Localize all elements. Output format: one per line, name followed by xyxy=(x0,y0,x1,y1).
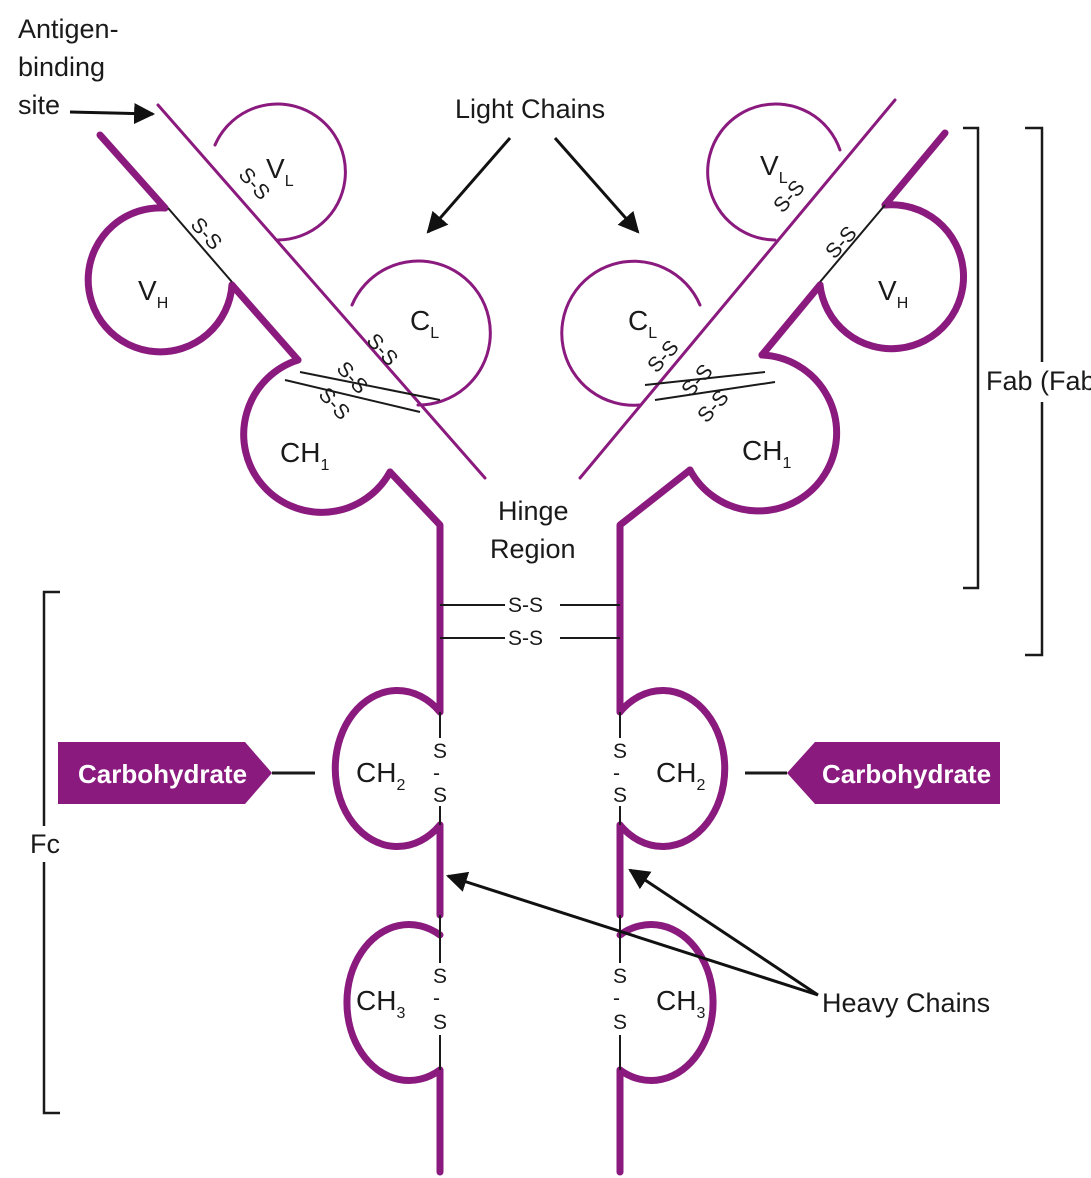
right-vl-label: VL xyxy=(760,150,788,187)
left-cl-label: CL xyxy=(410,305,439,342)
fab-bracket-inner xyxy=(963,126,980,590)
left-vh-label: VH xyxy=(138,275,168,312)
hinge-label-line2: Region xyxy=(490,534,576,564)
left-vl-label: VL xyxy=(266,153,294,190)
right-ch2-s-dash: - xyxy=(613,762,620,785)
right-cl-label: CL xyxy=(628,305,657,342)
left-cl-disulfide: S-S xyxy=(362,329,403,370)
left-interchain-bond xyxy=(299,371,441,401)
right-vh-bond-line xyxy=(819,204,886,283)
right-vh-label: VH xyxy=(878,275,908,312)
carbohydrate-left-label: Carbohydrate xyxy=(78,759,247,789)
domain-labels: VL VL VH VH CL CL CH1 CH1 CH2 CH2 CH3 CH… xyxy=(138,150,908,1022)
left-ch2-s-bottom: S xyxy=(433,784,447,807)
left-cl-domain xyxy=(350,259,492,407)
left-ch3-s-dash: - xyxy=(433,987,440,1010)
right-vh-disulfide: S-S xyxy=(821,222,862,263)
left-ch2-bond-mask xyxy=(428,738,452,806)
right-ch2-s-top: S xyxy=(613,740,627,763)
left-vl-domain xyxy=(213,102,347,242)
right-ch3-s-bottom: S xyxy=(613,1011,627,1034)
light-chains-arrow-left xyxy=(426,137,512,234)
right-ch2-domain xyxy=(616,687,729,850)
hinge-disulfide-2: S-S xyxy=(508,627,543,650)
left-ch3-label: CH3 xyxy=(356,985,405,1022)
left-vh-disulfide: S-S xyxy=(186,213,227,254)
right-cl-domain xyxy=(560,259,702,407)
left-interchain-bond-2 xyxy=(284,379,421,413)
right-ch3-bond-mask xyxy=(608,963,632,1035)
right-light-chain-strand xyxy=(578,98,897,480)
left-ch3-s-bottom: S xyxy=(433,1011,447,1034)
left-ch1-label: CH1 xyxy=(280,437,329,474)
right-interchain-bond xyxy=(644,371,766,386)
right-ch2-label: CH2 xyxy=(656,757,705,794)
left-arm: S-S S-S S-S S-S S-S xyxy=(84,102,492,694)
fab-label-backdrop xyxy=(982,362,1090,402)
antigen-label-line2: binding xyxy=(18,52,105,82)
right-ch2-s-bottom: S xyxy=(613,784,627,807)
heavy-chains-label: Heavy Chains xyxy=(822,988,990,1018)
antigen-arrow xyxy=(69,103,156,125)
left-vh-bond-line xyxy=(167,207,233,283)
left-ch2-s-top: S xyxy=(433,740,447,763)
right-cl-disulfide: S-S xyxy=(643,336,684,377)
right-ch3-s-dash: - xyxy=(613,987,620,1010)
left-ch1-domain xyxy=(240,356,394,516)
hinge-disulfide-1: S-S xyxy=(508,594,543,617)
right-ch3-s-top: S xyxy=(613,965,627,988)
right-arm: S-S S-S S-S S-S S-S xyxy=(560,98,968,694)
heavy-chains-arrow-right xyxy=(628,868,819,997)
right-ch1-domain xyxy=(686,351,841,515)
left-heavy-chain-strand xyxy=(96,131,444,694)
carbohydrate-left-tag xyxy=(58,742,272,804)
carbohydrate-left: Carbohydrate xyxy=(58,742,315,804)
carbohydrate-right-tag xyxy=(787,742,1000,804)
left-ch3-s-top: S xyxy=(433,965,447,988)
left-ch2-s-dash: - xyxy=(433,762,440,785)
right-ch1-label: CH1 xyxy=(742,435,791,472)
antigen-label-line1: Antigen- xyxy=(18,14,119,44)
left-vh-domain xyxy=(84,204,236,356)
right-vh-domain xyxy=(816,201,968,353)
light-chains-label: Light Chains xyxy=(455,94,605,124)
hinge-label-line1: Hinge xyxy=(498,496,569,526)
left-ch2-label: CH2 xyxy=(356,757,405,794)
left-ch2-domain xyxy=(331,687,444,850)
carbohydrate-right: Carbohydrate xyxy=(745,742,1000,804)
left-light-chain-strand xyxy=(156,103,487,480)
left-ch3-domain xyxy=(343,921,444,1084)
fc-label: Fc xyxy=(30,829,60,859)
annotations: Antigen- binding site Light Chains Hinge… xyxy=(18,14,1091,1115)
carbohydrate-right-label: Carbohydrate xyxy=(822,759,991,789)
left-ch3-bond-mask xyxy=(428,963,452,1035)
heavy-chains-arrow-left xyxy=(446,871,819,997)
right-interchain-bond-2 xyxy=(654,381,776,401)
hinge-region: S-S S-S xyxy=(440,594,620,650)
fc-region: S - S S - S S - S S - S xyxy=(331,686,729,1176)
right-ch2-bond-mask xyxy=(608,738,632,806)
right-ch3-label: CH3 xyxy=(656,985,705,1022)
fc-label-backdrop xyxy=(28,826,68,862)
right-vl-domain xyxy=(706,102,842,242)
light-chains-arrow-right xyxy=(553,137,640,234)
right-ch3-domain xyxy=(616,921,717,1084)
antigen-label-line3: site xyxy=(18,90,60,120)
fab-label: Fab (Fab')2 xyxy=(986,366,1091,400)
right-heavy-chain-strand xyxy=(616,129,949,694)
